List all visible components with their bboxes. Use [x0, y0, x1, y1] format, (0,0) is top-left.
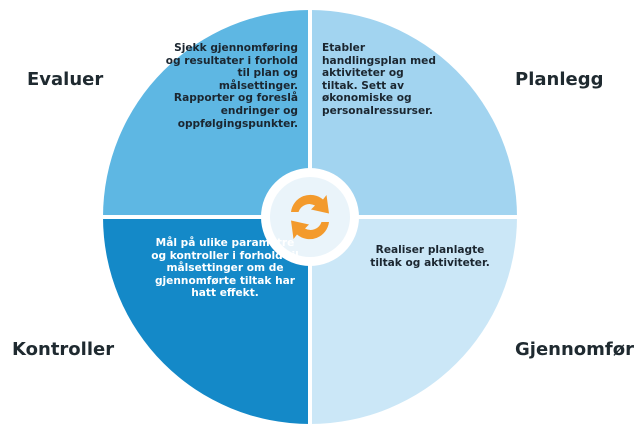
- stage-label-gjennomfor: Gjennomfør: [515, 339, 634, 360]
- stage-label-kontroller: Kontroller: [12, 339, 115, 360]
- refresh-cycle-icon: [291, 194, 329, 240]
- quadrant-planlegg: [310, 10, 517, 217]
- center-hub-inner: [270, 177, 350, 257]
- quadrant-kontroller: [103, 217, 310, 424]
- stage-description-evaluer: Sjekk gjennomføring og resultater i forh…: [165, 42, 298, 130]
- stage-label-planlegg: Planlegg: [515, 69, 604, 90]
- stage-description-kontroller: Mål på ulike parametre og kontroller i f…: [151, 237, 299, 300]
- stage-description-gjennomfor: Realiser planlagte tiltak og aktiviteter…: [370, 244, 490, 269]
- quadrant-gjennomfor: [310, 217, 517, 424]
- stage-label-evaluer: Evaluer: [27, 69, 104, 90]
- quadrant-evaluer: [103, 10, 310, 217]
- stage-description-planlegg: Etabler handlingsplan med aktiviteter og…: [322, 42, 436, 117]
